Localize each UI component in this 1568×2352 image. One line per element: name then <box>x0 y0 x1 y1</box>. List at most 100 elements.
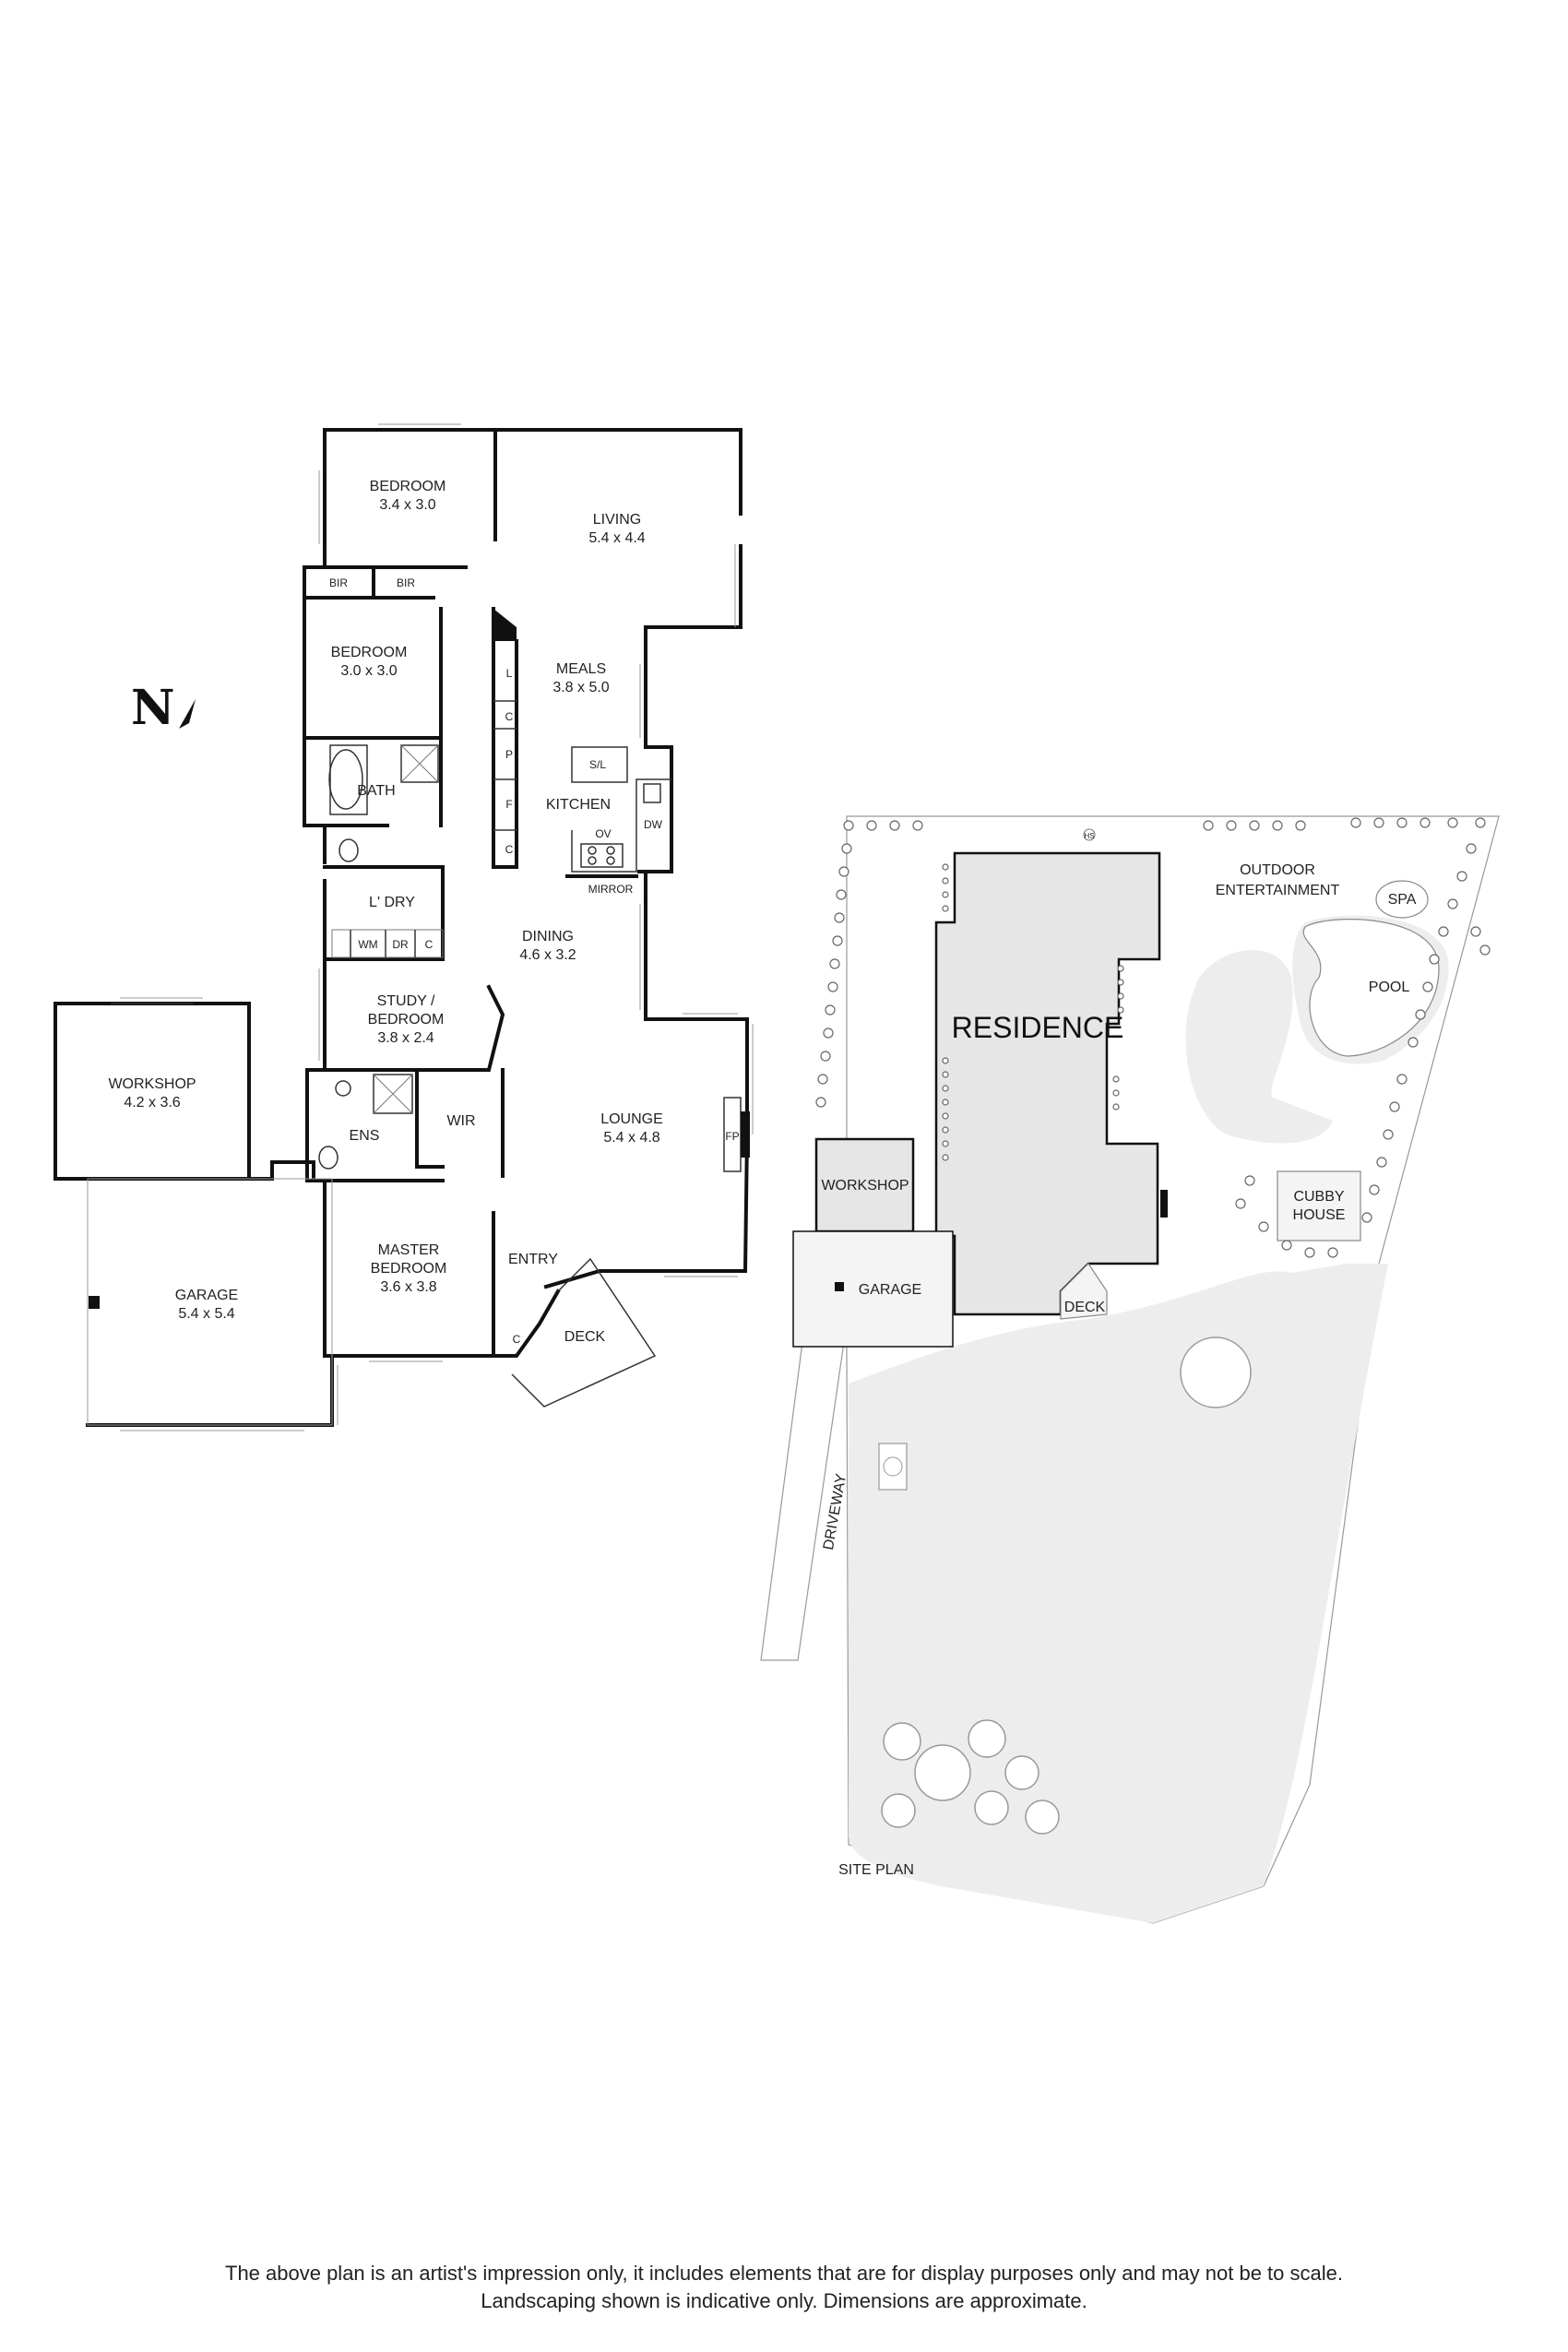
kitchen-label: KITCHEN <box>546 797 611 813</box>
pool <box>1302 919 1440 1057</box>
lounge-label: LOUNGE <box>600 1111 663 1127</box>
site-plan-title: SITE PLAN <box>838 1862 914 1878</box>
entry-label: ENTRY <box>508 1252 558 1267</box>
cubby-label-1: CUBBY <box>1293 1189 1344 1205</box>
disclaimer: The above plan is an artist's impression… <box>0 2260 1568 2315</box>
master-label-2: BEDROOM <box>371 1261 447 1277</box>
site-garage-building <box>792 1230 954 1348</box>
wall-pantry <box>492 607 518 869</box>
compass: N <box>131 680 196 736</box>
l-label: L <box>506 667 513 680</box>
disclaimer-line-2: Landscaping shown is indicative only. Di… <box>481 2289 1087 2312</box>
wm-label: WM <box>358 938 377 951</box>
cubby-house <box>1277 1170 1361 1241</box>
tree-cluster <box>881 1719 1060 1835</box>
bedroom1-label: BEDROOM <box>370 479 446 494</box>
ov-label: OV <box>595 827 611 840</box>
meals-size: 3.8 x 5.0 <box>552 680 609 695</box>
living-label: LIVING <box>593 512 641 528</box>
meals-label: MEALS <box>556 661 606 677</box>
residence-label: RESIDENCE <box>952 1011 1124 1044</box>
shower <box>400 744 439 783</box>
c1-label: C <box>505 710 514 723</box>
lounge-size: 5.4 x 4.8 <box>603 1130 659 1146</box>
site-plan <box>760 815 1500 1924</box>
master-label: MASTER <box>378 1242 440 1258</box>
outer-wall-east-upper <box>637 544 742 873</box>
north-arrow-icon <box>179 699 196 729</box>
floor-plan-labels: BEDROOM 3.4 x 3.0 LIVING 5.4 x 4.4 BIR B… <box>108 479 739 1346</box>
bath-label: BATH <box>357 783 395 799</box>
dining-size: 4.6 x 3.2 <box>519 947 576 963</box>
site-workshop-label: WORKSHOP <box>821 1178 909 1194</box>
ens-label: ENS <box>350 1128 380 1144</box>
driveway-left <box>760 1341 845 1661</box>
garage-walls <box>247 1160 327 1182</box>
garage-label: GARAGE <box>175 1288 238 1303</box>
ens-shower <box>373 1074 413 1114</box>
outer-wall-north <box>323 428 742 569</box>
f-label: F <box>505 798 512 811</box>
outdoor-label-2: ENTERTAINMENT <box>1216 883 1340 898</box>
workshop-size: 4.2 x 3.6 <box>124 1095 180 1111</box>
garage-post <box>89 1296 100 1309</box>
fridge-block <box>493 609 517 641</box>
hs-label: HS <box>1084 832 1094 840</box>
large-tree-icon <box>1180 1336 1252 1408</box>
spa <box>1375 880 1429 919</box>
ens-basin <box>335 1080 351 1097</box>
site-garage-label: GARAGE <box>859 1282 921 1298</box>
outdoor-label-1: OUTDOOR <box>1240 862 1315 878</box>
bir2-label: BIR <box>397 576 415 589</box>
c4-label: C <box>513 1333 521 1346</box>
site-plan-labels: RESIDENCE WORKSHOP GARAGE DECK DRIVEWAY … <box>821 832 1417 1878</box>
outer-wall-west <box>303 565 327 864</box>
windows <box>120 423 754 1431</box>
site-workshop-building <box>814 1137 915 1233</box>
garage-bottom <box>86 1354 334 1427</box>
bedroom2-label: BEDROOM <box>331 645 408 660</box>
wir-label: WIR <box>446 1113 475 1129</box>
site-deck-label: DECK <box>1064 1300 1106 1315</box>
laundry-floor <box>331 929 444 958</box>
master-size: 3.6 x 3.8 <box>380 1279 436 1295</box>
residence-building <box>934 851 1161 1316</box>
mirror-label: MIRROR <box>588 883 634 896</box>
wall-study <box>323 957 505 1072</box>
dr-label: DR <box>392 938 409 951</box>
entry-wall <box>496 1289 561 1358</box>
bir1-label: BIR <box>329 576 348 589</box>
sl-label: S/L <box>589 758 606 771</box>
bedroom1-size: 3.4 x 3.0 <box>379 497 435 513</box>
c3-label: C <box>425 938 434 951</box>
ens-toilet <box>318 1146 339 1170</box>
fp-label: FP <box>725 1130 739 1143</box>
toilet <box>339 838 359 862</box>
outer-wall-east-lower <box>543 870 749 1289</box>
disclaimer-line-1: The above plan is an artist's impression… <box>225 2262 1343 2285</box>
deck-label: DECK <box>564 1329 606 1345</box>
study-label-2: BEDROOM <box>368 1012 445 1028</box>
site-deck <box>1060 1263 1108 1320</box>
dining-label: DINING <box>522 929 574 944</box>
spa-label: SPA <box>1388 892 1417 908</box>
c2-label: C <box>505 843 514 856</box>
bathtub <box>328 749 363 810</box>
pool-label: POOL <box>1369 980 1410 995</box>
dw-label: DW <box>644 818 663 831</box>
kitchen-island <box>571 746 628 783</box>
deck-outline <box>511 1257 657 1408</box>
cooktop <box>580 843 624 868</box>
laundry-label: L' DRY <box>369 895 415 910</box>
driveway-label: DRIVEWAY <box>821 1472 849 1551</box>
cubby-label-2: HOUSE <box>1293 1207 1346 1223</box>
study-label: STUDY / <box>377 993 435 1009</box>
north-label: N <box>131 680 175 736</box>
garage-size: 5.4 x 5.4 <box>178 1306 234 1322</box>
bedroom2-size: 3.0 x 3.0 <box>340 663 397 679</box>
workshop-label: WORKSHOP <box>108 1076 196 1092</box>
lawn <box>849 1264 1388 1923</box>
study-size: 3.8 x 2.4 <box>377 1030 434 1046</box>
living-size: 5.4 x 4.4 <box>588 530 645 546</box>
